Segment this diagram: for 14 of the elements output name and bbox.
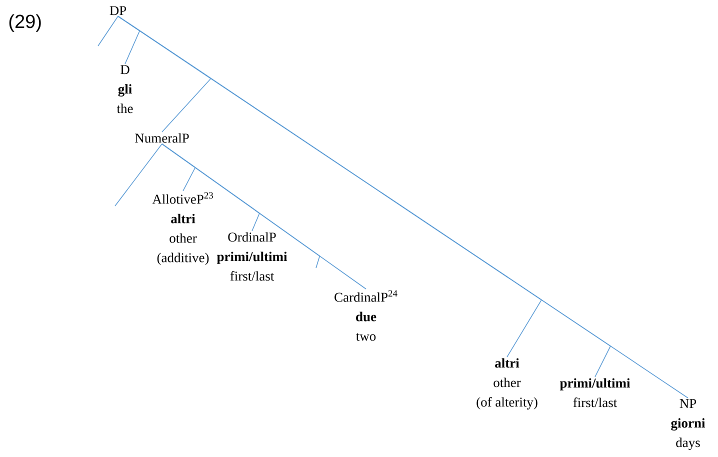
- tree-branch: [162, 144, 366, 290]
- tree-label: NP giorni days: [671, 399, 706, 450]
- tree-label: AllotiveP$^{23}$ altri other (additive): [152, 192, 213, 266]
- tree-branch: [114, 144, 162, 206]
- tree-label: DP: [110, 6, 126, 16]
- tree-label: OrdinalP primi/ultimi first/last: [216, 232, 288, 281]
- tree-branch: [98, 16, 118, 46]
- example-number: (29): [9, 14, 41, 32]
- tree-label: D gli the: [116, 65, 133, 114]
- tree-label: CardinalP$^{24}$ due two: [334, 290, 398, 341]
- tree-label: primi/ultimi first/last: [560, 378, 630, 408]
- tree-label: NumeralP: [135, 133, 189, 143]
- tree-label: altri other (of alterity): [476, 358, 538, 410]
- tree-branch: [118, 16, 688, 398]
